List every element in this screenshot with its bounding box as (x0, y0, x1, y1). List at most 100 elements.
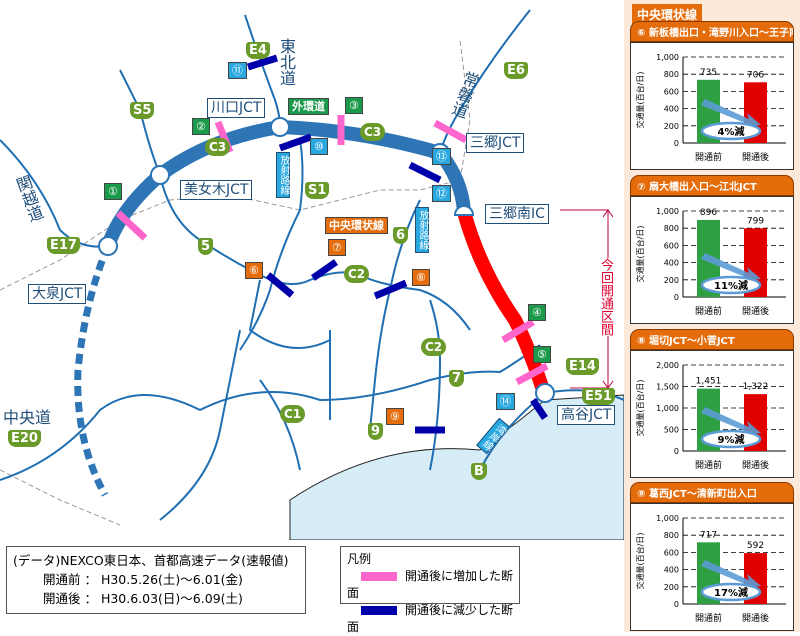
point-marker-12: ⑫ (432, 185, 451, 202)
reduction-label: 17%減 (714, 586, 748, 599)
point-marker-7: ⑦ (328, 239, 346, 256)
y-tick-label: 2,000 (656, 361, 679, 370)
category-label: 開通前 (695, 305, 722, 317)
radial-route-label: 放射路線 (276, 152, 290, 198)
point-marker-13: ⑬ (432, 148, 451, 165)
route-shield: E51 (582, 388, 615, 405)
y-tick-label: 200 (664, 583, 679, 592)
legend-label: 開通後に増加した断面 (347, 569, 514, 600)
decrease-arrow (701, 99, 761, 127)
value-label: 1,322 (743, 382, 769, 392)
chart-title: ⑦ 扇大橋出入口～江北JCT (630, 175, 794, 196)
category-label: 開通後 (742, 612, 769, 624)
value-label: 799 (747, 216, 764, 226)
decrease-arrow (701, 560, 761, 588)
reduction-label: 9%減 (718, 433, 745, 446)
increase-swatch (361, 572, 397, 581)
y-tick-label: 800 (664, 531, 679, 540)
y-tick-label: 200 (664, 122, 679, 131)
new-section-label: 今回開通区間 (598, 258, 613, 336)
route-shield: E14 (566, 358, 599, 375)
decrease-arrow (701, 253, 761, 281)
gaikan-label: 外環道 (288, 98, 329, 115)
legend-item-decrease: 開通後に減少した断面 (347, 602, 513, 636)
bar-chart: 交通量(百台/日)02004006008001,000717開通前592開通後1… (635, 514, 786, 624)
y-tick-label: 600 (664, 87, 679, 96)
route-shield: C3 (360, 123, 386, 141)
route-shield: C2 (344, 265, 370, 283)
y-tick-label: 800 (664, 224, 679, 233)
category-label: 開通前 (695, 151, 722, 163)
koya-jct-label: 高谷JCT (557, 405, 616, 425)
y-tick-label: 0 (674, 293, 679, 302)
route-shield: C2 (421, 338, 447, 356)
value-label: 896 (700, 208, 717, 218)
category-label: 開通前 (695, 612, 722, 624)
tohoku-expressway-label: 東北道 (277, 38, 296, 86)
point-marker-10: ⑩ (310, 138, 328, 155)
bay-water (289, 394, 624, 540)
chart-title: ⑧ 堀切JCT～小菅JCT (630, 329, 794, 350)
reduction-badge (700, 429, 762, 449)
y-tick-label: 0 (674, 600, 679, 609)
route-shield: S5 (130, 102, 155, 119)
value-label: 717 (700, 530, 717, 540)
decrease-swatch (361, 606, 397, 615)
reduction-badge (700, 275, 762, 295)
value-label: 706 (747, 70, 764, 80)
reduction-label: 11%減 (714, 279, 748, 292)
point-marker-9: ⑨ (386, 408, 404, 425)
decrease-arrow (701, 407, 761, 435)
y-tick-label: 400 (664, 566, 679, 575)
ring-road-dashed (74, 244, 112, 497)
category-label: 開通後 (742, 459, 769, 471)
bar-chart: 交通量(百台/日)02004006008001,000735開通前706開通後4… (635, 53, 786, 163)
value-label: 735 (700, 68, 717, 78)
route-shield: B (471, 463, 487, 480)
route-shield: C3 (205, 138, 231, 156)
value-label: 1,451 (696, 377, 722, 387)
data-source-box: (データ)NEXCO東日本、首都高速データ(速報値) 開通前 ： H30.5.2… (6, 546, 306, 614)
point-marker-8: ⑧ (412, 269, 430, 286)
route-shield: E4 (246, 42, 270, 59)
traffic-chart: ⑥ 新板橋出口・滝野川入口～王子南出入口交通量(百台/日)02004006008… (630, 21, 794, 170)
y-tick-label: 1,000 (656, 53, 679, 62)
category-label: 開通後 (742, 151, 769, 163)
y-axis-label: 交通量(百台/日) (635, 533, 645, 590)
y-tick-label: 0 (674, 139, 679, 148)
point-marker-11: ⑪ (228, 62, 247, 79)
radial-route-label: 放射路線 (415, 207, 429, 253)
legend-item-increase: 開通後に増加した断面 (347, 568, 513, 602)
category-label: 開通前 (695, 459, 722, 471)
route-shield: 7 (449, 370, 465, 387)
decrease-markers (246, 54, 548, 434)
misato-jct-label: 三郷JCT (466, 133, 525, 153)
route-shield: S1 (305, 182, 330, 199)
route-shield: E20 (8, 430, 41, 447)
y-tick-label: 600 (664, 241, 679, 250)
route-shield: 6 (393, 227, 409, 244)
panel-title: 中央環状線 (632, 4, 703, 25)
point-marker-1: ① (104, 183, 122, 200)
chuo-expressway-label: 中央道 (3, 408, 52, 427)
category-label: 開通後 (742, 305, 769, 317)
chart-title: ⑥ 新板橋出口・滝野川入口～王子南出入口 (630, 21, 794, 42)
legend: 凡例 開通後に増加した断面 開通後に減少した断面 (340, 546, 520, 634)
point-marker-4: ④ (528, 304, 546, 321)
value-label: 592 (747, 541, 764, 551)
y-tick-label: 1,500 (656, 383, 679, 392)
y-tick-label: 200 (664, 276, 679, 285)
reduction-label: 4%減 (718, 125, 745, 138)
route-shield: 9 (368, 423, 384, 440)
legend-label: 開通後に減少した断面 (347, 603, 514, 634)
y-axis-label: 交通量(百台/日) (635, 72, 645, 129)
y-tick-label: 1,000 (656, 514, 679, 523)
route-shield: E17 (47, 237, 80, 254)
